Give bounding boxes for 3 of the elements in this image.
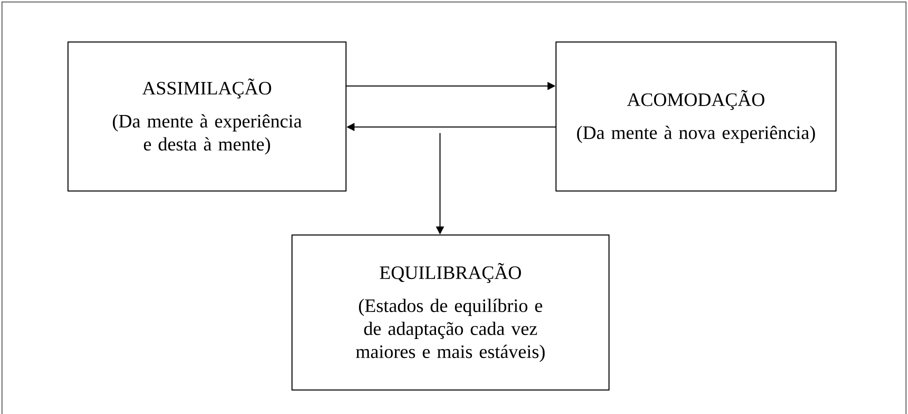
process-box: ACOMODAÇÃO (Da mente à nova experiência) [556,42,836,192]
process-box: ASSIMILAÇÃO (Da mente à experiência e desta à mente) [68,42,346,192]
process-box: EQUILIBRAÇÃO (Estados de equilíbrio e de adaptação cada vez maiores e mais estáveis) [292,234,610,390]
